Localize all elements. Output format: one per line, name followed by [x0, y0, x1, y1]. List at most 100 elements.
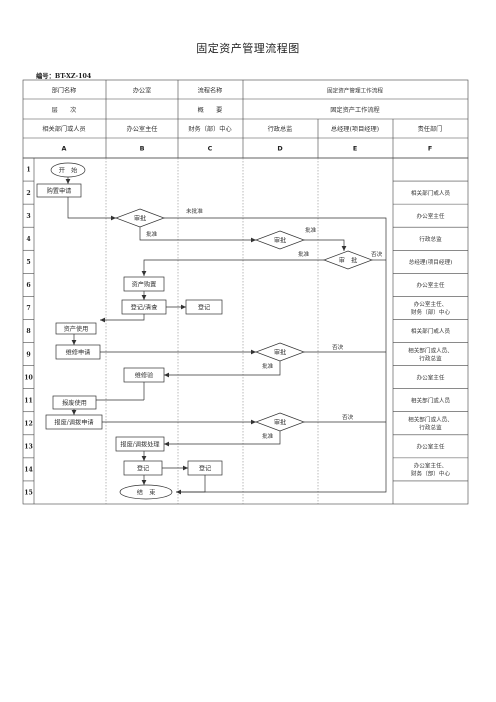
- approve-node-admin-2: [255, 342, 305, 362]
- scrap-transfer-request-label: 报废/调拨申请: [54, 418, 93, 426]
- register-office-node: [123, 460, 163, 476]
- row-number: 6: [26, 282, 30, 289]
- register-office-label: 登记: [137, 464, 149, 472]
- responsible-dept-cell: 财务（部）中心: [411, 308, 451, 316]
- row-lines: [23, 180, 468, 482]
- register-finance-node-2: [187, 460, 223, 476]
- level-label: 层 次: [52, 106, 77, 114]
- scrap-use-label: 报废使用: [62, 399, 87, 407]
- row-number: 2: [26, 190, 30, 197]
- row-number: 12: [24, 420, 33, 427]
- approve-node-admin-1: [255, 230, 305, 250]
- repair-request-label: 维修申请: [66, 348, 91, 356]
- row-number: 10: [24, 374, 33, 381]
- edge-label-not-approved: 未批准: [186, 207, 203, 215]
- approve-office-label: 审批: [134, 214, 146, 222]
- responsible-dept-cell: 办公室主任: [417, 212, 445, 220]
- responsible-dept-cell: 办公室主任、: [414, 462, 448, 470]
- edge-label-approved-admin-3: 批准: [262, 432, 274, 440]
- dept-label: 部门名称: [52, 87, 77, 95]
- responsible-dept-cell: 行政总监: [419, 423, 442, 431]
- end-node: [119, 484, 173, 500]
- responsible-dept-cell: 办公室主任、: [414, 300, 448, 308]
- row-number: 13: [24, 444, 33, 451]
- row-number: 9: [26, 351, 30, 358]
- repair-check-node: [123, 367, 165, 383]
- column-letter-b: B: [140, 145, 145, 153]
- row-number: 8: [26, 328, 30, 335]
- register-finance-2-label: 登记: [199, 464, 211, 472]
- column-header-f: 责任部门: [418, 125, 443, 133]
- scrap-transfer-handle-label: 报废/调拨处理: [120, 440, 159, 448]
- responsible-dept-cell: 办公室主任: [417, 281, 445, 289]
- flow-value: 固定资产管理工作流程: [327, 87, 383, 95]
- row-number: 4: [26, 236, 31, 243]
- approve-admin-1-label: 审批: [274, 236, 286, 244]
- purchase-request-node: [36, 183, 82, 198]
- repair-check-label: 维修验: [135, 371, 154, 379]
- row-number: 3: [26, 213, 30, 220]
- swimlane-separators: [105, 158, 319, 504]
- asset-use-node: [55, 322, 97, 335]
- row-number: 11: [24, 397, 33, 404]
- responsible-dept-cell: 相关部门或人员: [411, 327, 451, 335]
- flow-connectors: [65, 177, 387, 495]
- column-letter-f: F: [428, 145, 432, 153]
- header-table: [22, 79, 469, 159]
- edge-label-approved-admin-left: 批准: [298, 250, 310, 258]
- register-check-label: 登记/清查: [131, 303, 158, 311]
- responsible-dept-cell: 行政总监: [419, 354, 442, 362]
- edge-label-reject-gm: 否决: [371, 250, 383, 258]
- edge-label-approved-admin-2: 批准: [262, 362, 274, 370]
- purchase-request-label: 购置申请: [47, 187, 72, 195]
- responsible-dept-cell: 行政总监: [419, 235, 442, 243]
- responsible-dept-cell: 总经理(项目经理): [409, 258, 453, 266]
- register-check-node: [121, 299, 167, 315]
- summary-value: 固定资产工作流程: [330, 106, 380, 114]
- dept-value: 办公室: [133, 87, 152, 95]
- page-title: 固定资产管理流程图: [196, 42, 300, 55]
- scrap-use-node: [52, 395, 97, 410]
- body-grid: [22, 157, 469, 505]
- column-header-b: 办公室主任: [127, 125, 158, 133]
- column-header-e: 总经理(项目经理): [331, 125, 379, 133]
- responsible-dept-cell: 财务（部）中心: [411, 470, 451, 478]
- asset-use-label: 资产使用: [64, 325, 89, 333]
- responsible-dept-cell: 相关部门或人员、: [408, 346, 453, 354]
- end-label: 结 束: [137, 488, 156, 496]
- approve-node-admin-3: [255, 412, 305, 432]
- responsible-dept-cell: 办公室主任: [417, 443, 445, 451]
- asset-purchase-node: [123, 276, 165, 292]
- row-number: 1: [26, 167, 30, 174]
- edge-label-approved-admin-top: 批准: [305, 226, 317, 234]
- document-number: 编号：BT-XZ-104: [36, 73, 92, 80]
- edge-label-approved-office: 批准: [146, 230, 158, 238]
- column-letter-a: A: [62, 145, 67, 153]
- asset-purchase-label: 资产购置: [132, 280, 157, 288]
- row-number: 14: [24, 467, 33, 474]
- column-letter-d: D: [277, 145, 282, 153]
- row-number: 7: [26, 305, 30, 312]
- approve-admin-3-label: 审批: [274, 418, 286, 426]
- edge-label-reject-admin-2: 否决: [332, 343, 344, 351]
- summary-label: 概 要: [198, 106, 223, 114]
- responsible-dept-cell: 相关部门或人员: [411, 396, 451, 404]
- column-header-d: 行政总监: [268, 125, 293, 133]
- row-number: 5: [26, 259, 30, 266]
- column-letter-c: C: [208, 145, 213, 153]
- responsible-dept-column: 相关部门或人员办公室主任行政总监总经理(项目经理)办公室主任办公室主任、财务（部…: [408, 189, 453, 478]
- responsible-dept-cell: 相关部门或人员、: [408, 415, 453, 423]
- start-node: [50, 162, 86, 178]
- responsible-dept-cell: 相关部门或人员: [411, 189, 451, 197]
- approve-node-gm: [323, 250, 373, 270]
- approve-gm-label: 审 批: [339, 256, 358, 264]
- register-finance-1-label: 登记: [198, 303, 210, 311]
- row-number: 15: [24, 490, 33, 497]
- start-label: 开 始: [59, 166, 78, 174]
- scrap-transfer-handle-node: [115, 436, 165, 452]
- column-letter-e: E: [353, 145, 357, 153]
- flow-label: 流程名称: [198, 87, 223, 95]
- edge-label-reject-admin-3: 否决: [342, 413, 354, 421]
